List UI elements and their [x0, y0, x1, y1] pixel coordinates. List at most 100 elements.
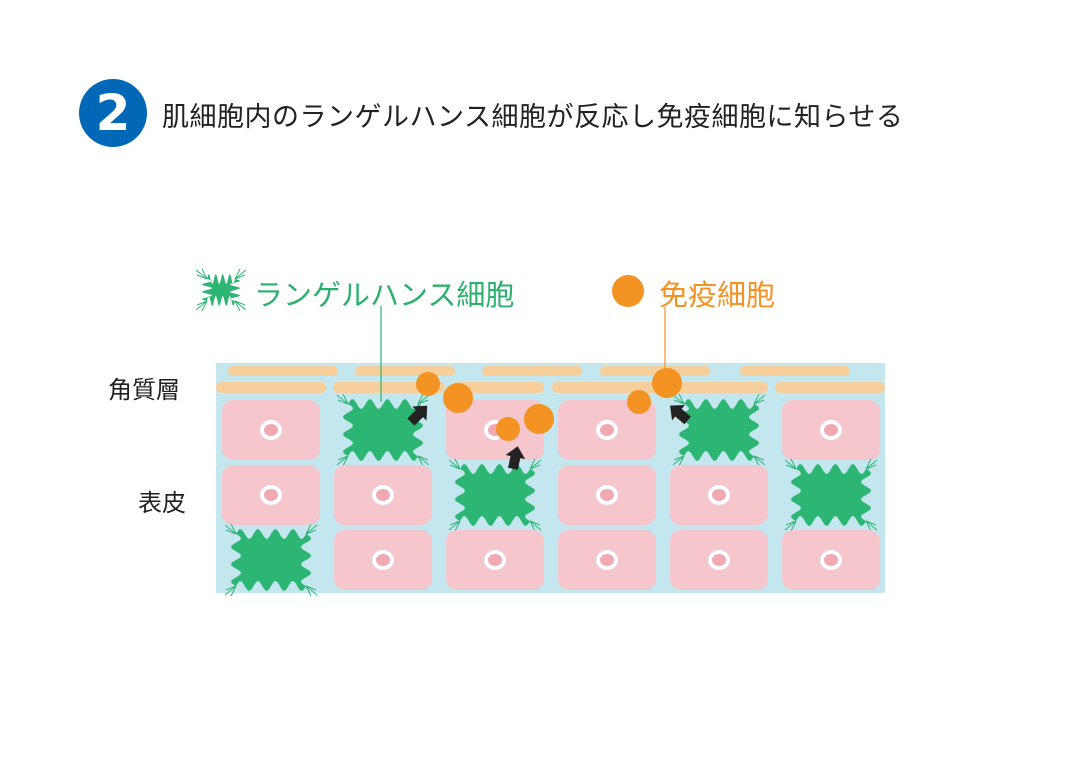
- langerhans-dendrite: [230, 523, 237, 535]
- langerhans-dendrite: [753, 394, 766, 405]
- immune-cell: [652, 368, 682, 398]
- langerhans-dendrite: [678, 393, 685, 405]
- langerhans-dendrite: [790, 458, 797, 470]
- langerhans-dendrite: [305, 585, 317, 591]
- langerhans-dendrite: [865, 459, 878, 470]
- langerhans-dendrite: [784, 520, 797, 531]
- langerhans-dendrite: [785, 464, 797, 470]
- langerhans-dendrite: [234, 300, 241, 312]
- langerhans-dendrite: [195, 300, 208, 311]
- langerhans-dendrite: [790, 520, 797, 532]
- langerhans-dendrite: [865, 520, 878, 531]
- langerhans-cell: [791, 464, 871, 526]
- langerhans-dendrite: [342, 455, 349, 467]
- signal-arrow: [407, 405, 428, 426]
- langerhans-dendrite: [672, 394, 685, 405]
- langerhans-dendrite: [417, 393, 424, 405]
- langerhans-dendrite: [529, 520, 542, 531]
- langerhans-dendrite: [417, 455, 424, 467]
- arrow-shape: [407, 405, 428, 426]
- langerhans-dendrite: [305, 585, 312, 597]
- langerhans-dendrite: [448, 459, 461, 470]
- epidermis-label: 表皮: [138, 489, 186, 517]
- langerhans-dendrite: [224, 524, 237, 535]
- corneocyte: [355, 366, 455, 376]
- immune-cell: [524, 404, 554, 434]
- langerhans-dendrite: [449, 520, 461, 526]
- langerhans-dendrite: [753, 393, 760, 405]
- corneocyte: [740, 366, 850, 376]
- corneocyte: [452, 382, 544, 393]
- cell-nucleus: [820, 420, 842, 440]
- cell-nucleus: [596, 485, 618, 505]
- langerhans-dendrite: [225, 585, 237, 591]
- langerhans-dendrite: [753, 455, 766, 466]
- langerhans-dendrite: [195, 269, 208, 280]
- langerhans-dendrite: [865, 520, 872, 532]
- langerhans-dendrite: [417, 399, 429, 405]
- langerhans-dendrite: [196, 274, 208, 280]
- immune-cell: [496, 417, 520, 441]
- immune-cell: [627, 390, 651, 414]
- langerhans-dendrite: [336, 394, 349, 405]
- langerhans-dendrite: [305, 524, 318, 535]
- cell-nucleus: [708, 485, 730, 505]
- langerhans-dendrite: [196, 300, 208, 306]
- cell-nucleus: [372, 550, 394, 570]
- stratum-corneum-label: 角質層: [108, 376, 180, 404]
- cell-nucleus: [372, 485, 394, 505]
- cell-nucleus: [596, 550, 618, 570]
- langerhans-dendrite: [337, 455, 349, 461]
- langerhans-dendrite: [865, 464, 877, 470]
- cell-nucleus: [596, 420, 618, 440]
- langerhans-cell: [231, 529, 311, 591]
- step-title: 肌細胞内のランゲルハンス細胞が反応し免疫細胞に知らせる: [162, 102, 904, 133]
- langerhans-dendrite: [337, 399, 349, 405]
- langerhans-dendrite: [785, 520, 797, 526]
- langerhans-dendrite: [305, 523, 312, 535]
- langerhans-dendrite: [305, 529, 317, 535]
- langerhans-dendrite: [201, 268, 208, 280]
- langerhans-dendrite: [753, 399, 765, 405]
- step-number-badge: 2: [79, 79, 147, 147]
- langerhans-dendrite: [336, 455, 349, 466]
- langerhans-dendrite: [234, 268, 241, 280]
- cell-nucleus: [260, 485, 282, 505]
- signal-arrow: [670, 405, 691, 425]
- immune-cell: [443, 383, 473, 413]
- langerhans-dendrite: [753, 455, 765, 461]
- arrow-shape: [505, 446, 526, 470]
- langerhans-dendrite: [234, 274, 246, 280]
- langerhans-dendrite: [673, 399, 685, 405]
- langerhans-dendrite: [678, 455, 685, 467]
- legend-langerhans-label: ランゲルハンス細胞: [254, 278, 515, 312]
- corneocyte: [482, 366, 582, 376]
- langerhans-dendrite: [225, 529, 237, 535]
- langerhans-dendrite: [529, 520, 541, 526]
- legend-langerhans-icon: [202, 274, 240, 306]
- langerhans-dendrite: [784, 459, 797, 470]
- langerhans-dendrite: [529, 464, 541, 470]
- cell-nucleus: [708, 550, 730, 570]
- langerhans-dendrite: [305, 585, 318, 596]
- corneocyte: [228, 366, 338, 376]
- arrow-shape: [670, 405, 691, 425]
- langerhans-dendrite: [449, 464, 461, 470]
- cell-nucleus: [260, 420, 282, 440]
- langerhans-dendrite: [673, 455, 685, 461]
- langerhans-dendrite: [342, 393, 349, 405]
- langerhans-dendrite: [224, 585, 237, 596]
- signal-arrow: [505, 446, 526, 470]
- langerhans-dendrite: [529, 458, 536, 470]
- skin-background: [216, 363, 885, 593]
- corneocyte: [216, 382, 326, 393]
- langerhans-cell: [455, 464, 535, 526]
- langerhans-dendrite: [672, 455, 685, 466]
- langerhans-dendrite: [417, 455, 429, 461]
- langerhans-cell: [343, 399, 423, 461]
- langerhans-cell: [679, 399, 759, 461]
- legend-immune-icon: [612, 275, 644, 307]
- langerhans-dendrite: [865, 458, 872, 470]
- immune-cell: [416, 372, 440, 396]
